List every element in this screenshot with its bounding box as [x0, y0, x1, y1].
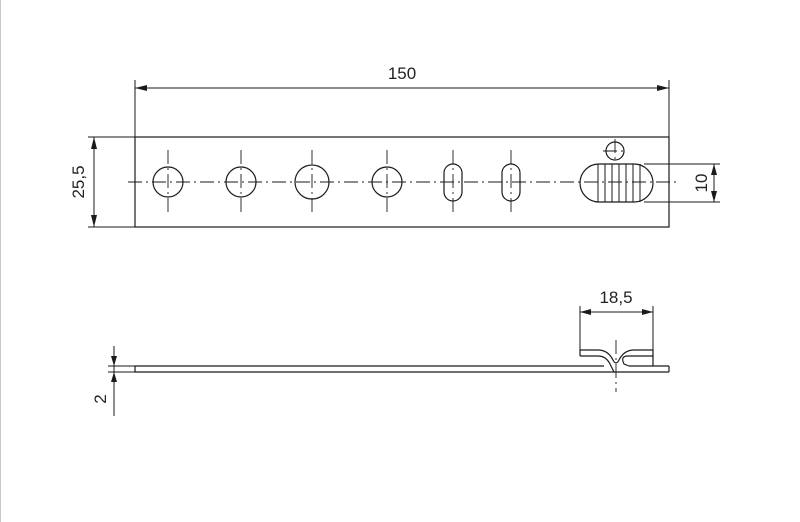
- bent-tab: [579, 139, 654, 203]
- slotted-holes: [443, 150, 521, 214]
- offset-length-label: 18,5: [599, 288, 632, 307]
- slot-height-label: 10: [692, 174, 711, 193]
- overall-length-label: 150: [388, 64, 416, 83]
- dimension-thickness: 2: [91, 346, 135, 416]
- round-holes: [152, 150, 403, 214]
- plate-width-label: 25,5: [69, 165, 88, 198]
- slotted-hole: [443, 150, 463, 214]
- bent-bump-inner: [579, 349, 654, 364]
- page-edge: [0, 0, 1, 522]
- round-hole: [152, 150, 184, 214]
- side-view: 18,5 2: [91, 288, 670, 416]
- slotted-hole: [501, 150, 521, 214]
- round-hole: [294, 150, 330, 214]
- top-view: 150 25,5 10: [69, 64, 720, 228]
- dimension-offset-length: 18,5: [579, 288, 654, 352]
- round-hole: [225, 150, 257, 214]
- round-hole: [371, 150, 403, 214]
- dimension-slot-height: 10: [644, 163, 720, 203]
- dimension-overall-length: 150: [134, 64, 670, 137]
- thickness-label: 2: [91, 394, 110, 403]
- dimension-plate-width: 25,5: [69, 136, 135, 228]
- bent-bump-outer: [580, 355, 654, 373]
